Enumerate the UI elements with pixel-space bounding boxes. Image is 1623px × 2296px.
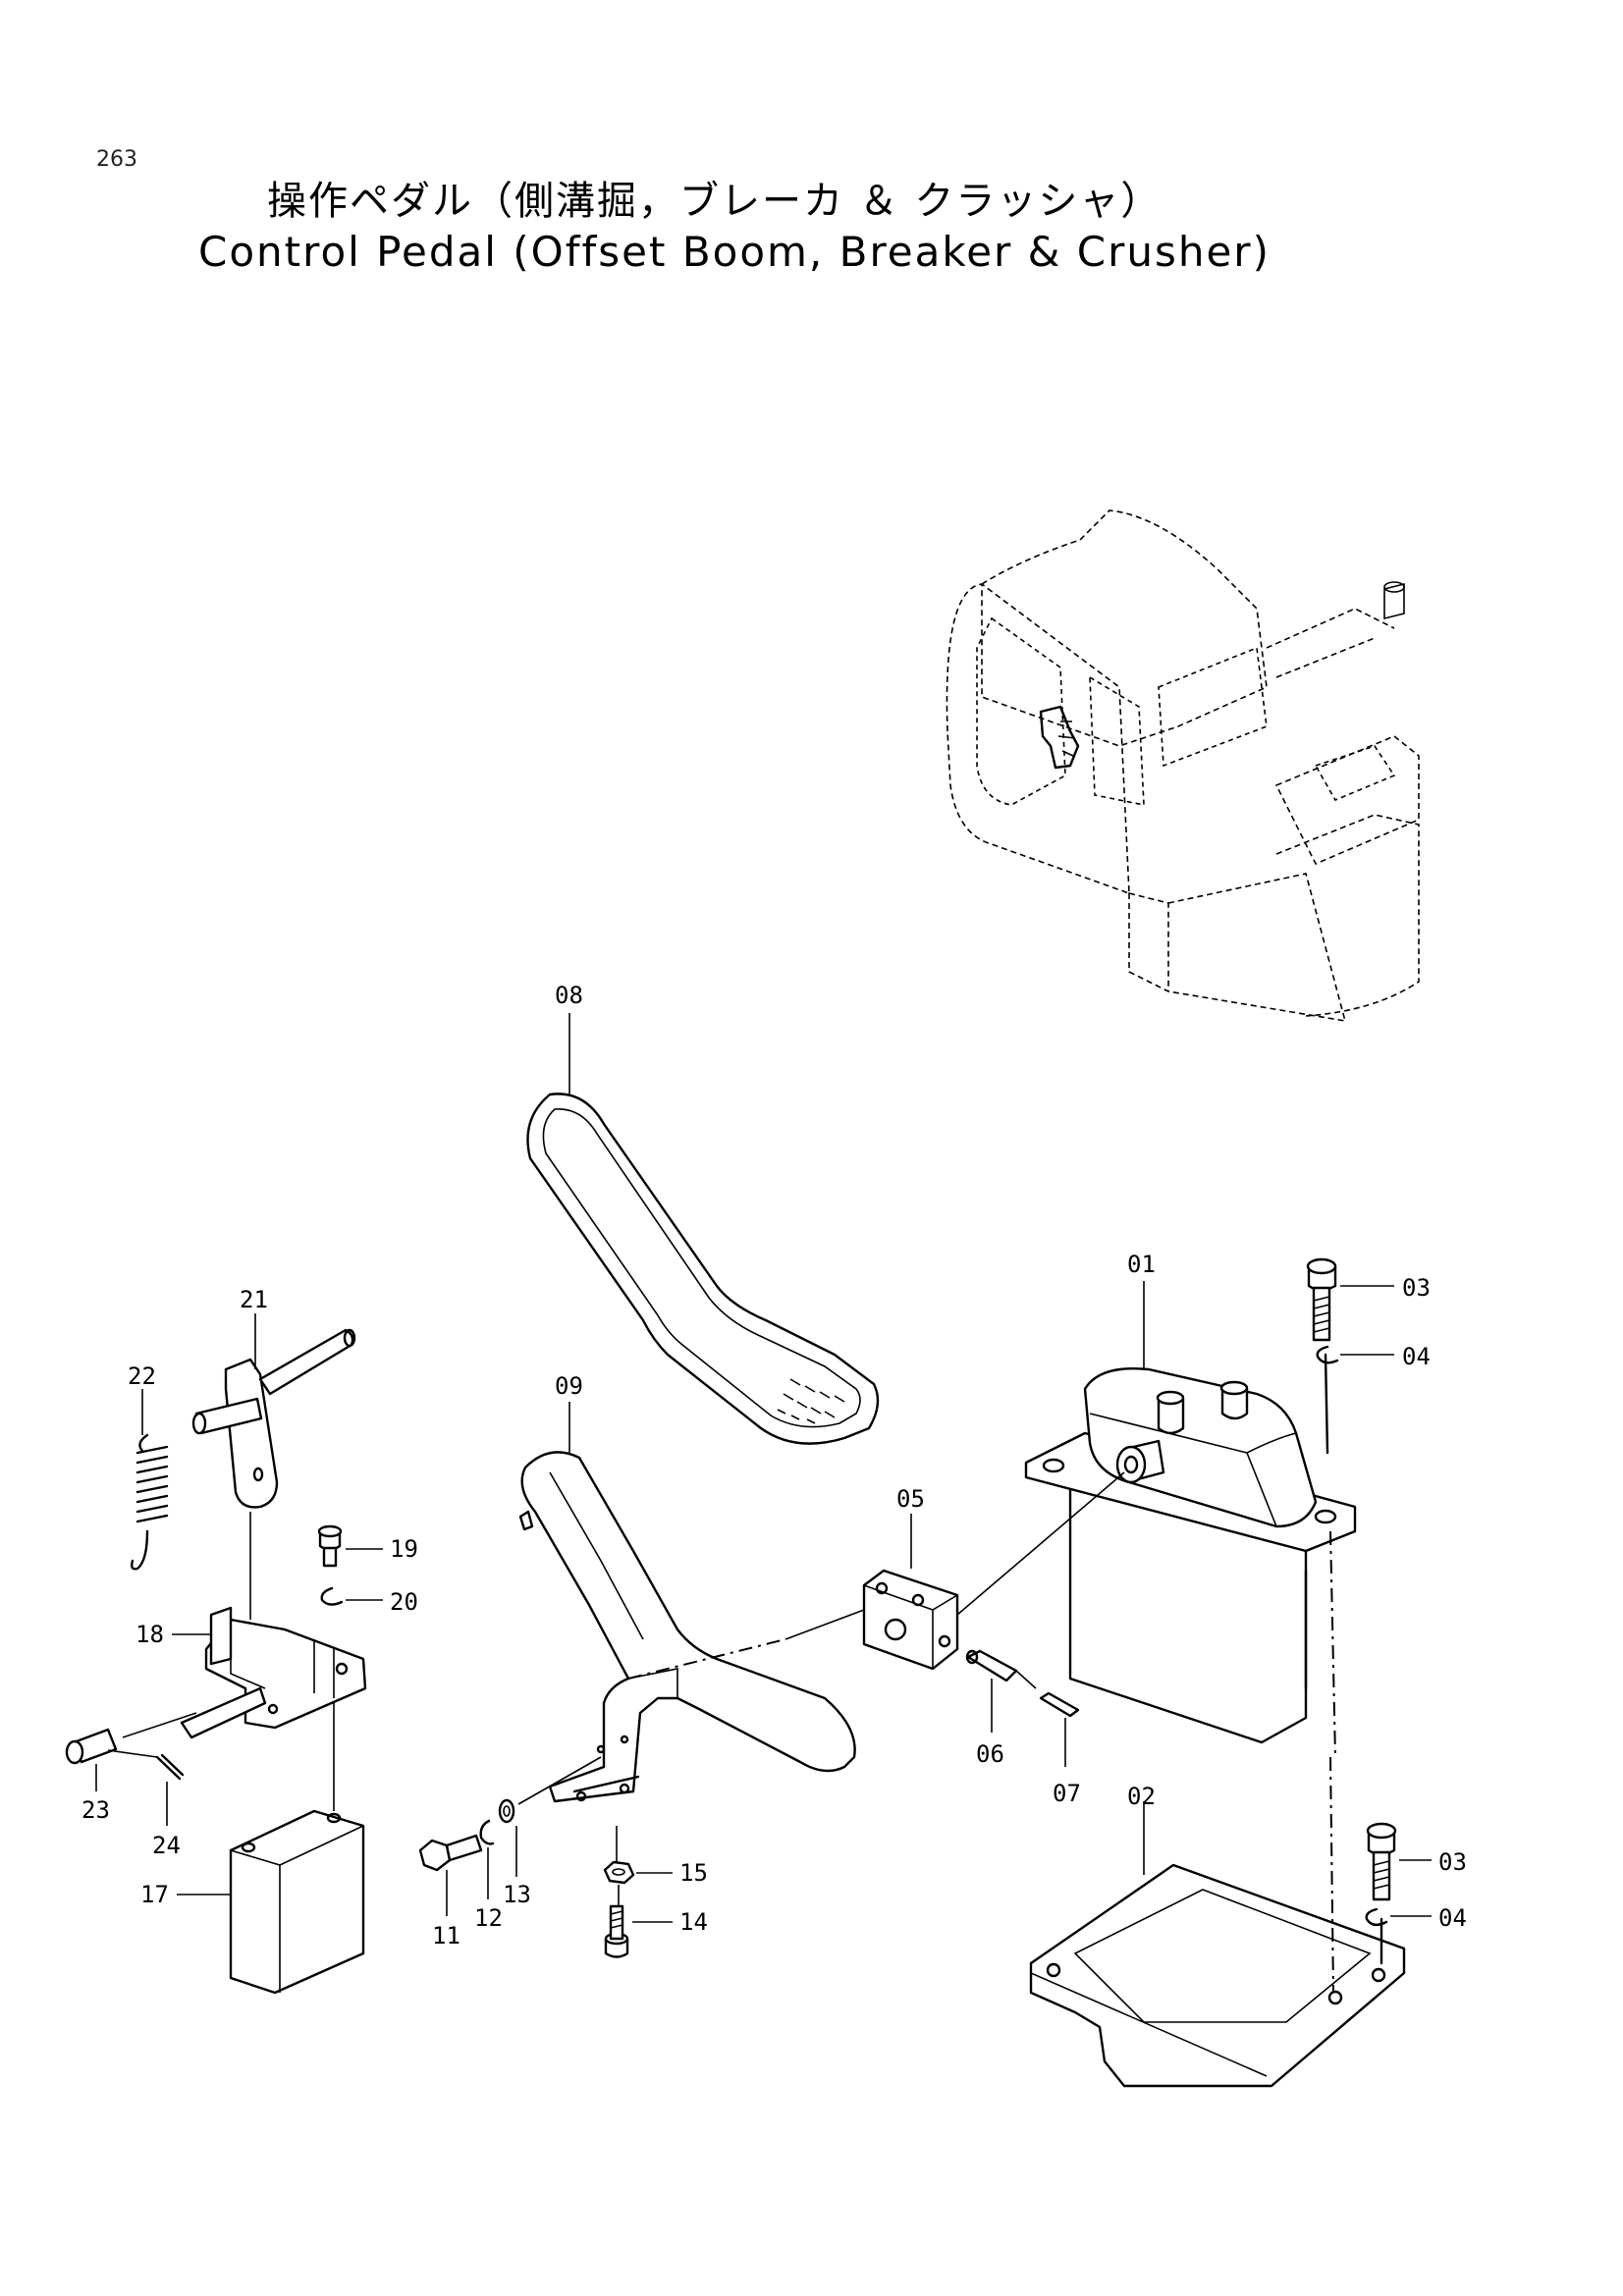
label-03-lower: 03 [1438,1848,1467,1876]
label-13: 13 [503,1881,531,1908]
part-19-bolt [317,1524,343,1568]
excavator-cab-illustration [946,509,1420,1022]
label-08: 08 [555,982,583,1009]
part-04-lock-washer-upper [1316,1345,1339,1364]
part-03-bolt-upper [1306,1257,1337,1342]
part-11-bolt [418,1834,483,1872]
part-20-washer [320,1586,344,1606]
part-03-bolt-lower [1366,1822,1397,1901]
label-20: 20 [390,1588,418,1616]
label-17: 17 [140,1881,169,1908]
label-05: 05 [896,1485,925,1513]
part-22-spring [130,1433,169,1571]
part-13-washer [498,1798,515,1824]
label-04-lower: 04 [1438,1904,1467,1932]
label-09: 09 [555,1372,583,1400]
label-02: 02 [1127,1783,1156,1810]
label-03-upper: 03 [1402,1274,1431,1302]
part-15-nut [603,1860,635,1885]
part-05-block [862,1569,959,1671]
part-14-bolt [604,1904,629,1958]
leader-lines [95,1013,1432,1923]
part-18-bracket [180,1606,367,1739]
part-07-pin [1039,1691,1080,1718]
label-07: 07 [1053,1780,1081,1807]
label-14: 14 [679,1908,708,1936]
part-09-pedal [518,1451,856,1803]
part-17-block [229,1809,365,1995]
part-labels: 08 09 01 03 04 05 06 07 02 03 04 21 22 1… [81,982,1467,1949]
label-15: 15 [679,1859,708,1887]
label-01: 01 [1127,1251,1156,1278]
label-19: 19 [390,1535,418,1563]
part-21-lever [191,1328,356,1509]
page-number: 263 [96,147,137,172]
part-02-plate [1029,1863,1406,2088]
title-japanese: 操作ペダル（側溝掘，ブレーカ ＆ クラッシャ） [267,179,1163,224]
part-23-pin [65,1728,118,1765]
label-23: 23 [81,1796,110,1824]
label-24: 24 [152,1832,181,1859]
part-06-pin [965,1649,1018,1682]
label-12: 12 [474,1904,503,1932]
label-06: 06 [976,1740,1004,1768]
part-08-pedal-pad [526,1093,880,1445]
assembly-lines [107,1353,1383,1994]
label-11: 11 [432,1922,460,1949]
part-04-lock-washer-lower [1365,1907,1388,1927]
label-22: 22 [128,1362,156,1390]
title-english: Control Pedal (Offset Boom, Breaker & Cr… [198,228,1271,276]
part-01-pilot-valve [1024,1367,1357,1744]
part-24-cotter-pin [155,1753,185,1781]
part-12-lock-washer [479,1819,495,1845]
label-18: 18 [135,1621,164,1648]
label-21: 21 [240,1286,268,1313]
label-04-upper: 04 [1402,1343,1431,1370]
